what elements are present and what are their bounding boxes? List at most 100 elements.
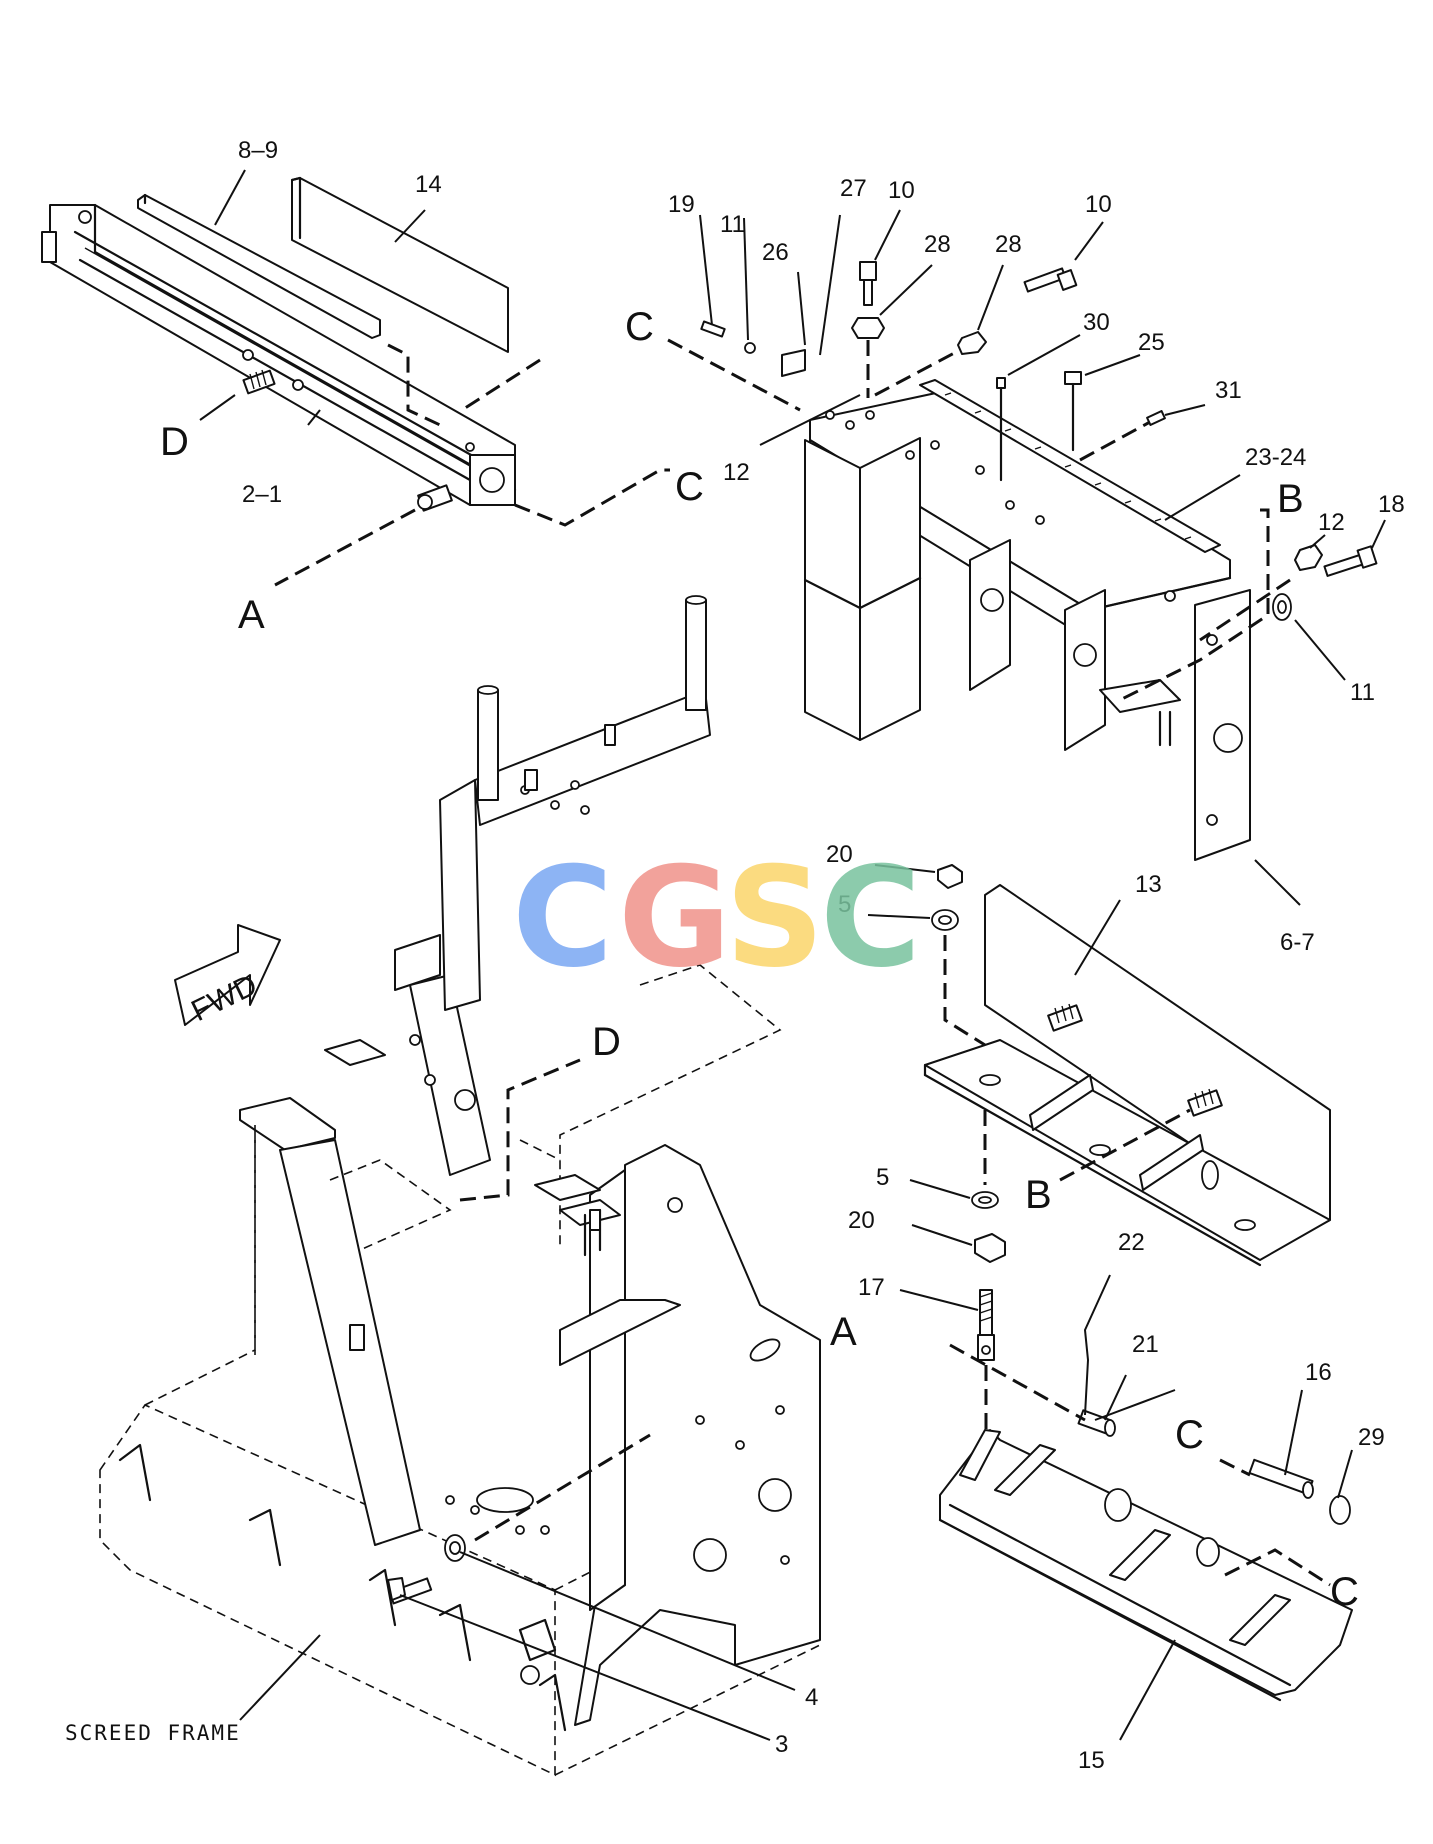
ring-29: [1329, 1495, 1351, 1525]
callout-13: 13: [1135, 871, 1162, 898]
callout-11-b: 11: [1350, 679, 1375, 706]
watermark-letter-c2: C: [820, 837, 921, 998]
plate-8-9: [137, 193, 381, 339]
line-c-upper: [667, 338, 801, 412]
callout-4: 4: [805, 1684, 818, 1711]
callout-30: 30: [1083, 309, 1110, 336]
frame-upper-right: [781, 349, 1251, 861]
line-14-to-beam: [461, 358, 541, 412]
fwd-arrow: [174, 924, 281, 1026]
callout-15: 15: [1078, 1747, 1105, 1774]
line-c-16: [1219, 1458, 1251, 1477]
nut-28-b: [957, 331, 987, 355]
callout-10-b: 10: [1085, 191, 1112, 218]
washer-4: [444, 1534, 466, 1562]
line-d-beam: [199, 394, 236, 421]
watermark-letter-c1: C: [512, 837, 613, 998]
callout-12-b: 12: [1318, 509, 1345, 536]
pin-16: [1248, 1458, 1314, 1499]
cgsc-watermark: C G S C: [512, 837, 921, 998]
callout-labels: 8–9 14 19 11 27 10 26 28 28 10 30 25 31 …: [238, 137, 1405, 1774]
bolt-10-vertical: [859, 261, 877, 306]
ref-b-upper: B: [1277, 477, 1304, 521]
callout-5-b: 5: [876, 1164, 889, 1191]
line-17-pin: [949, 1343, 1086, 1422]
callout-8-9: 8–9: [238, 137, 278, 164]
washer-5-lower: [971, 1191, 999, 1209]
ref-c-tray: C: [1330, 1570, 1359, 1614]
screed-frame-label: SCREED FRAME: [65, 1721, 241, 1745]
bolt-17: [977, 1289, 995, 1361]
line-5-upper: [943, 935, 986, 1047]
callout-17: 17: [858, 1274, 885, 1301]
watermark-letter-g: G: [618, 837, 731, 998]
callout-28-b: 28: [995, 231, 1022, 258]
ref-c-pin: C: [1175, 1413, 1204, 1457]
nut-20-upper: [937, 864, 963, 889]
callout-23-24: 23-24: [1245, 444, 1306, 471]
screw-25: [1064, 371, 1082, 452]
callout-27: 27: [840, 175, 867, 202]
nut-28-a: [851, 317, 885, 339]
ref-d-lower: D: [592, 1020, 621, 1064]
line-22: [1083, 1274, 1111, 1416]
screw-30: [996, 377, 1006, 482]
tray-15: [938, 1429, 1353, 1702]
bolt-18: [1323, 545, 1378, 577]
callout-20-a: 20: [826, 841, 853, 868]
callout-29: 29: [1358, 1424, 1385, 1451]
beam-2-1: [41, 203, 517, 512]
bracket-13: [923, 884, 1331, 1267]
callout-11-a: 11: [720, 211, 745, 238]
washer-11-lower: [1272, 593, 1292, 621]
stud-d: [242, 369, 276, 395]
ref-c-upper-left: C: [625, 305, 654, 349]
callout-26: 26: [762, 239, 789, 266]
bolt-10-angled: [1023, 267, 1078, 293]
callout-22: 22: [1118, 1229, 1145, 1256]
callout-16: 16: [1305, 1359, 1332, 1386]
line-c-beam: [514, 468, 670, 527]
line-screed-label: [239, 1634, 321, 1721]
callout-20-b: 20: [848, 1207, 875, 1234]
line-28b: [874, 348, 961, 397]
ref-b-lower: B: [1025, 1173, 1052, 1217]
line-b-lower: [1059, 1108, 1191, 1182]
line-b-upper: [1119, 508, 1270, 702]
line-c-tray: [1224, 1548, 1331, 1587]
callout-2-1: 2–1: [242, 481, 282, 508]
plate-14: [290, 176, 509, 353]
callout-31: 31: [1215, 377, 1242, 404]
callout-21: 21: [1132, 1331, 1159, 1358]
ref-d-beam: D: [160, 420, 189, 464]
ref-a-lower: A: [830, 1310, 857, 1354]
ref-c-beam: C: [675, 465, 704, 509]
callout-19: 19: [668, 191, 695, 218]
callout-leaders: [214, 169, 1386, 1741]
nut-12-b: [1294, 544, 1323, 571]
line-31: [1079, 420, 1151, 462]
callout-18: 18: [1378, 491, 1405, 518]
nut-20-lower: [974, 1233, 1006, 1263]
callout-14: 14: [415, 171, 442, 198]
screed-frame: [99, 595, 821, 1777]
line-8-9-to-beam: [387, 343, 441, 427]
ref-a-beam: A: [238, 593, 265, 637]
line-a-lower: [474, 1433, 651, 1542]
callout-12-a: 12: [723, 459, 750, 486]
callout-3: 3: [775, 1731, 788, 1758]
screw-19: [700, 320, 726, 338]
reference-letters: C D C A B D B A C C: [160, 305, 1359, 1614]
stud-a: [417, 484, 453, 512]
watermark-letter-s: S: [725, 837, 824, 998]
washer-11-upper: [744, 342, 756, 354]
callout-6-7: 6-7: [1280, 929, 1315, 956]
callout-25: 25: [1138, 329, 1165, 356]
washer-5-upper: [931, 909, 959, 931]
callout-10-a: 10: [888, 177, 915, 204]
callout-28-a: 28: [924, 231, 951, 258]
line-18: [1199, 578, 1291, 642]
callout-5-a: 5: [838, 891, 851, 918]
line-d-lower: [459, 1058, 581, 1202]
